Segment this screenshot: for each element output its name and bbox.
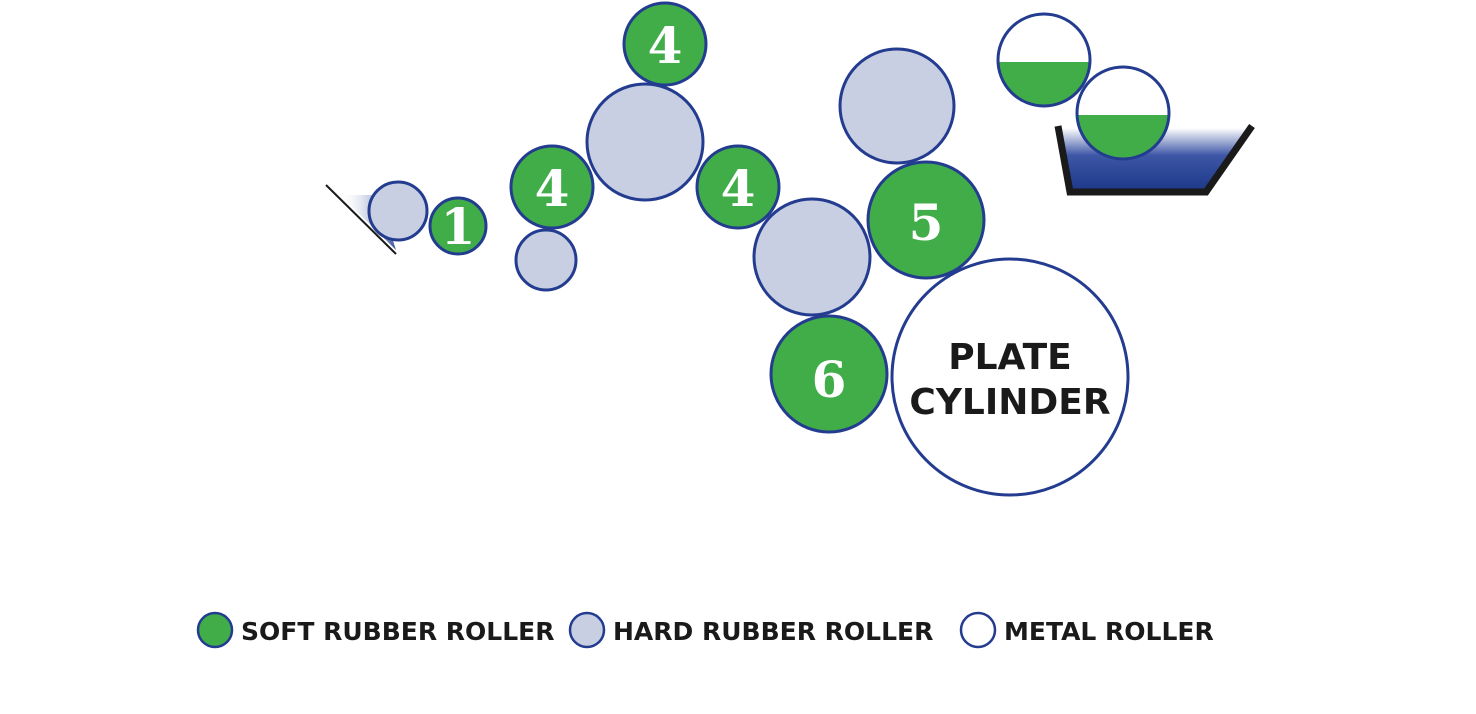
legend-swatch-metal	[959, 611, 997, 649]
legend-swatch-soft	[196, 611, 234, 649]
roller-number: 4	[721, 159, 756, 218]
legend-item-metal: METAL ROLLER	[959, 611, 1214, 649]
hard-roller	[367, 180, 429, 242]
hard-roller	[514, 228, 578, 292]
soft-roller-4-right: 4	[695, 144, 781, 230]
hard-roller	[838, 47, 956, 165]
roller-number: 4	[535, 159, 570, 218]
fountain-frame	[1054, 123, 1255, 196]
soft-roller-1: 1	[428, 196, 488, 256]
roller-number: 6	[812, 350, 847, 409]
soft-roller-5: 5	[866, 160, 986, 280]
roller-number: 4	[648, 16, 683, 75]
legend: SOFT RUBBER ROLLER HARD RUBBER ROLLER ME…	[196, 611, 1214, 649]
legend-label-soft: SOFT RUBBER ROLLER	[241, 617, 554, 646]
plate-cylinder: PLATE CYLINDER	[890, 257, 1130, 497]
legend-label-metal: METAL ROLLER	[1004, 617, 1214, 646]
legend-swatch-hard	[568, 611, 606, 649]
soft-roller-4-left: 4	[509, 144, 595, 230]
plate-cylinder-label-line2: CYLINDER	[909, 382, 1110, 423]
hard-roller	[585, 82, 705, 202]
roller-number: 5	[909, 193, 944, 252]
plate-cylinder-label-line1: PLATE	[948, 337, 1072, 378]
soft-roller-6: 6	[769, 314, 889, 434]
legend-item-hard: HARD RUBBER ROLLER	[568, 611, 933, 649]
roller-number: 1	[441, 197, 476, 256]
legend-item-soft: SOFT RUBBER ROLLER	[196, 611, 554, 649]
soft-roller-4-top: 4	[622, 1, 708, 87]
hard-roller	[752, 197, 872, 317]
legend-label-hard: HARD RUBBER ROLLER	[613, 617, 933, 646]
